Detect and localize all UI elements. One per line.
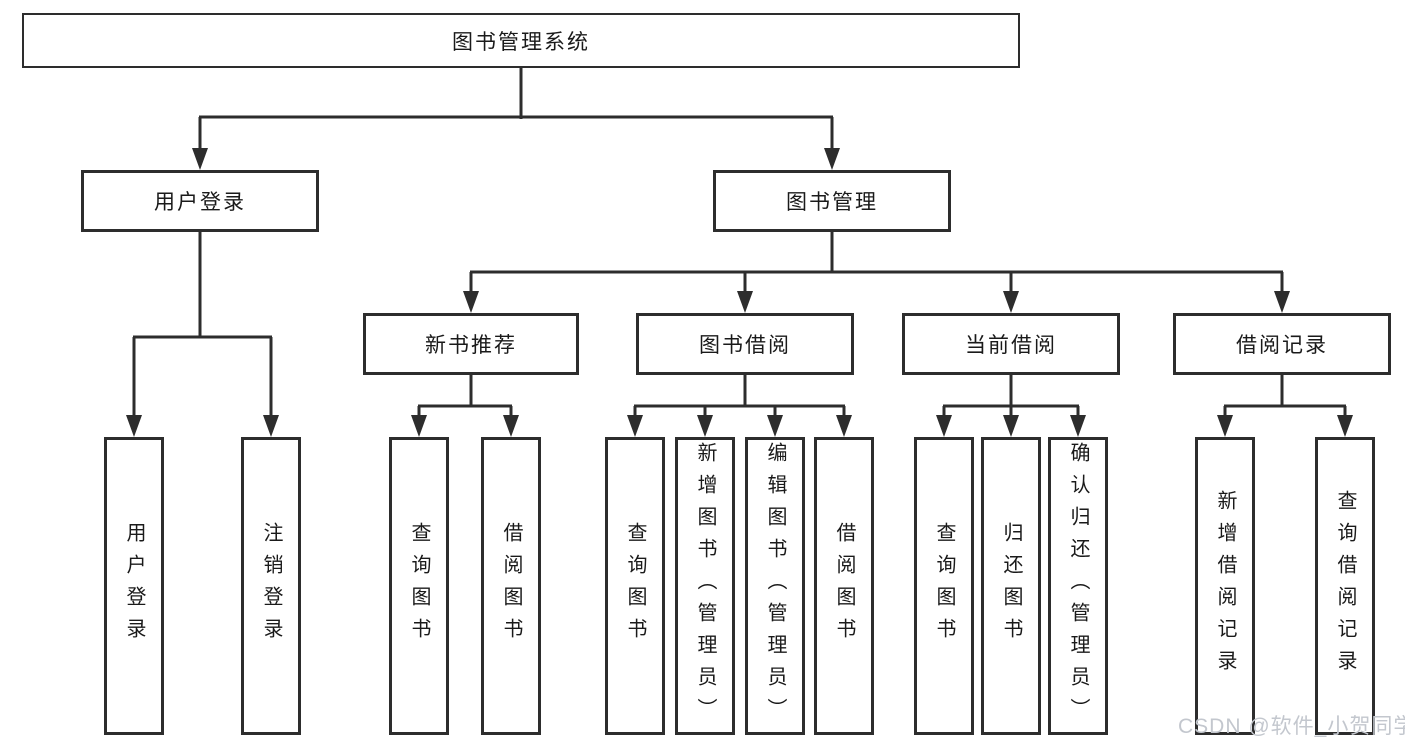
leaf-label: 新增借阅记录 <box>1214 490 1236 682</box>
node-label: 图书借阅 <box>699 334 791 357</box>
leaf-label: 查询借阅记录 <box>1334 490 1356 682</box>
leaf-newrec-query-books: 查询图书 <box>389 437 449 735</box>
node-user-login: 用户登录 <box>81 170 319 232</box>
node-label: 借阅记录 <box>1236 334 1328 357</box>
leaf-label: 借阅图书 <box>833 522 855 650</box>
leaf-current-confirm-return-admin: 确认归还（管理员） <box>1048 437 1108 735</box>
leaf-user-login: 用户登录 <box>104 437 164 735</box>
leaf-label: 查询图书 <box>933 522 955 650</box>
watermark: CSDN @软件_小贺同学 <box>1178 715 1405 738</box>
leaf-logout: 注销登录 <box>241 437 301 735</box>
node-label: 当前借阅 <box>965 334 1057 357</box>
leaf-label: 借阅图书 <box>500 522 522 650</box>
leaf-current-query-books: 查询图书 <box>914 437 974 735</box>
leaf-current-return-books: 归还图书 <box>981 437 1041 735</box>
leaf-borrow-borrow-books: 借阅图书 <box>814 437 874 735</box>
leaf-label: 归还图书 <box>1000 522 1022 650</box>
leaf-label: 确认归还（管理员） <box>1067 442 1089 730</box>
node-book-management: 图书管理 <box>713 170 951 232</box>
node-label: 图书管理系统 <box>452 30 590 54</box>
node-label: 用户登录 <box>154 191 246 214</box>
leaf-label: 查询图书 <box>408 522 430 650</box>
node-label: 图书管理 <box>786 191 878 214</box>
leaf-records-add-borrow-record: 新增借阅记录 <box>1195 437 1255 735</box>
leaf-borrow-query-books: 查询图书 <box>605 437 665 735</box>
node-root: 图书管理系统 <box>22 13 1020 68</box>
leaf-records-query-borrow-record: 查询借阅记录 <box>1315 437 1375 735</box>
leaf-newrec-borrow-books: 借阅图书 <box>481 437 541 735</box>
node-current-borrow: 当前借阅 <box>902 313 1120 375</box>
leaf-borrow-add-books-admin: 新增图书（管理员） <box>675 437 735 735</box>
leaf-label: 用户登录 <box>123 522 145 650</box>
leaf-borrow-edit-books-admin: 编辑图书（管理员） <box>745 437 805 735</box>
node-borrow-records: 借阅记录 <box>1173 313 1391 375</box>
node-book-borrow: 图书借阅 <box>636 313 854 375</box>
node-new-book-recommend: 新书推荐 <box>363 313 579 375</box>
leaf-label: 注销登录 <box>260 522 282 650</box>
leaf-label: 新增图书（管理员） <box>694 442 716 730</box>
node-label: 新书推荐 <box>425 334 517 357</box>
leaf-label: 编辑图书（管理员） <box>764 442 786 730</box>
leaf-label: 查询图书 <box>624 522 646 650</box>
